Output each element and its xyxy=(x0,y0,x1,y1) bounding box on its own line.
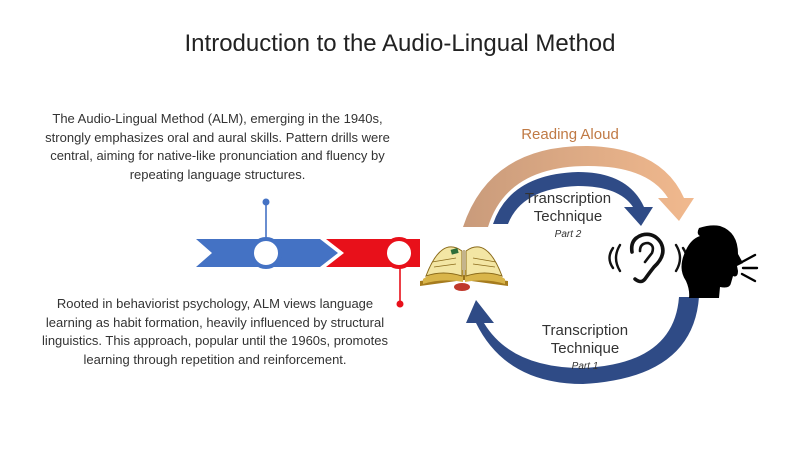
reading-aloud-label: Reading Aloud xyxy=(521,126,619,143)
timeline xyxy=(196,198,420,308)
open-book-icon xyxy=(420,246,508,291)
transcription-technique-part2-label: Transcription Technique xyxy=(524,190,612,225)
ear-icon xyxy=(608,232,688,284)
transcription-top-arrow xyxy=(493,172,653,226)
slide-title: Introduction to the Audio-Lingual Method xyxy=(184,30,616,57)
timeline-blue-marker xyxy=(250,237,282,269)
intro-paragraph-bottom: Rooted in behaviorist psychology, ALM vi… xyxy=(42,296,388,367)
speaking-head-icon xyxy=(681,225,759,298)
part1-label: Part 1 xyxy=(571,361,599,372)
intro-paragraph-top: The Audio-Lingual Method (ALM), emerging… xyxy=(45,111,390,182)
part2-label: Part 2 xyxy=(554,229,582,240)
timeline-blue-stem-dot xyxy=(262,198,270,206)
reading-aloud-arrow xyxy=(463,145,694,227)
timeline-red-marker xyxy=(383,237,415,269)
transcription-bottom-arrow xyxy=(466,297,699,384)
timeline-red-stem-dot xyxy=(396,300,404,308)
transcription-technique-part1-label: Transcription Technique xyxy=(541,322,629,357)
